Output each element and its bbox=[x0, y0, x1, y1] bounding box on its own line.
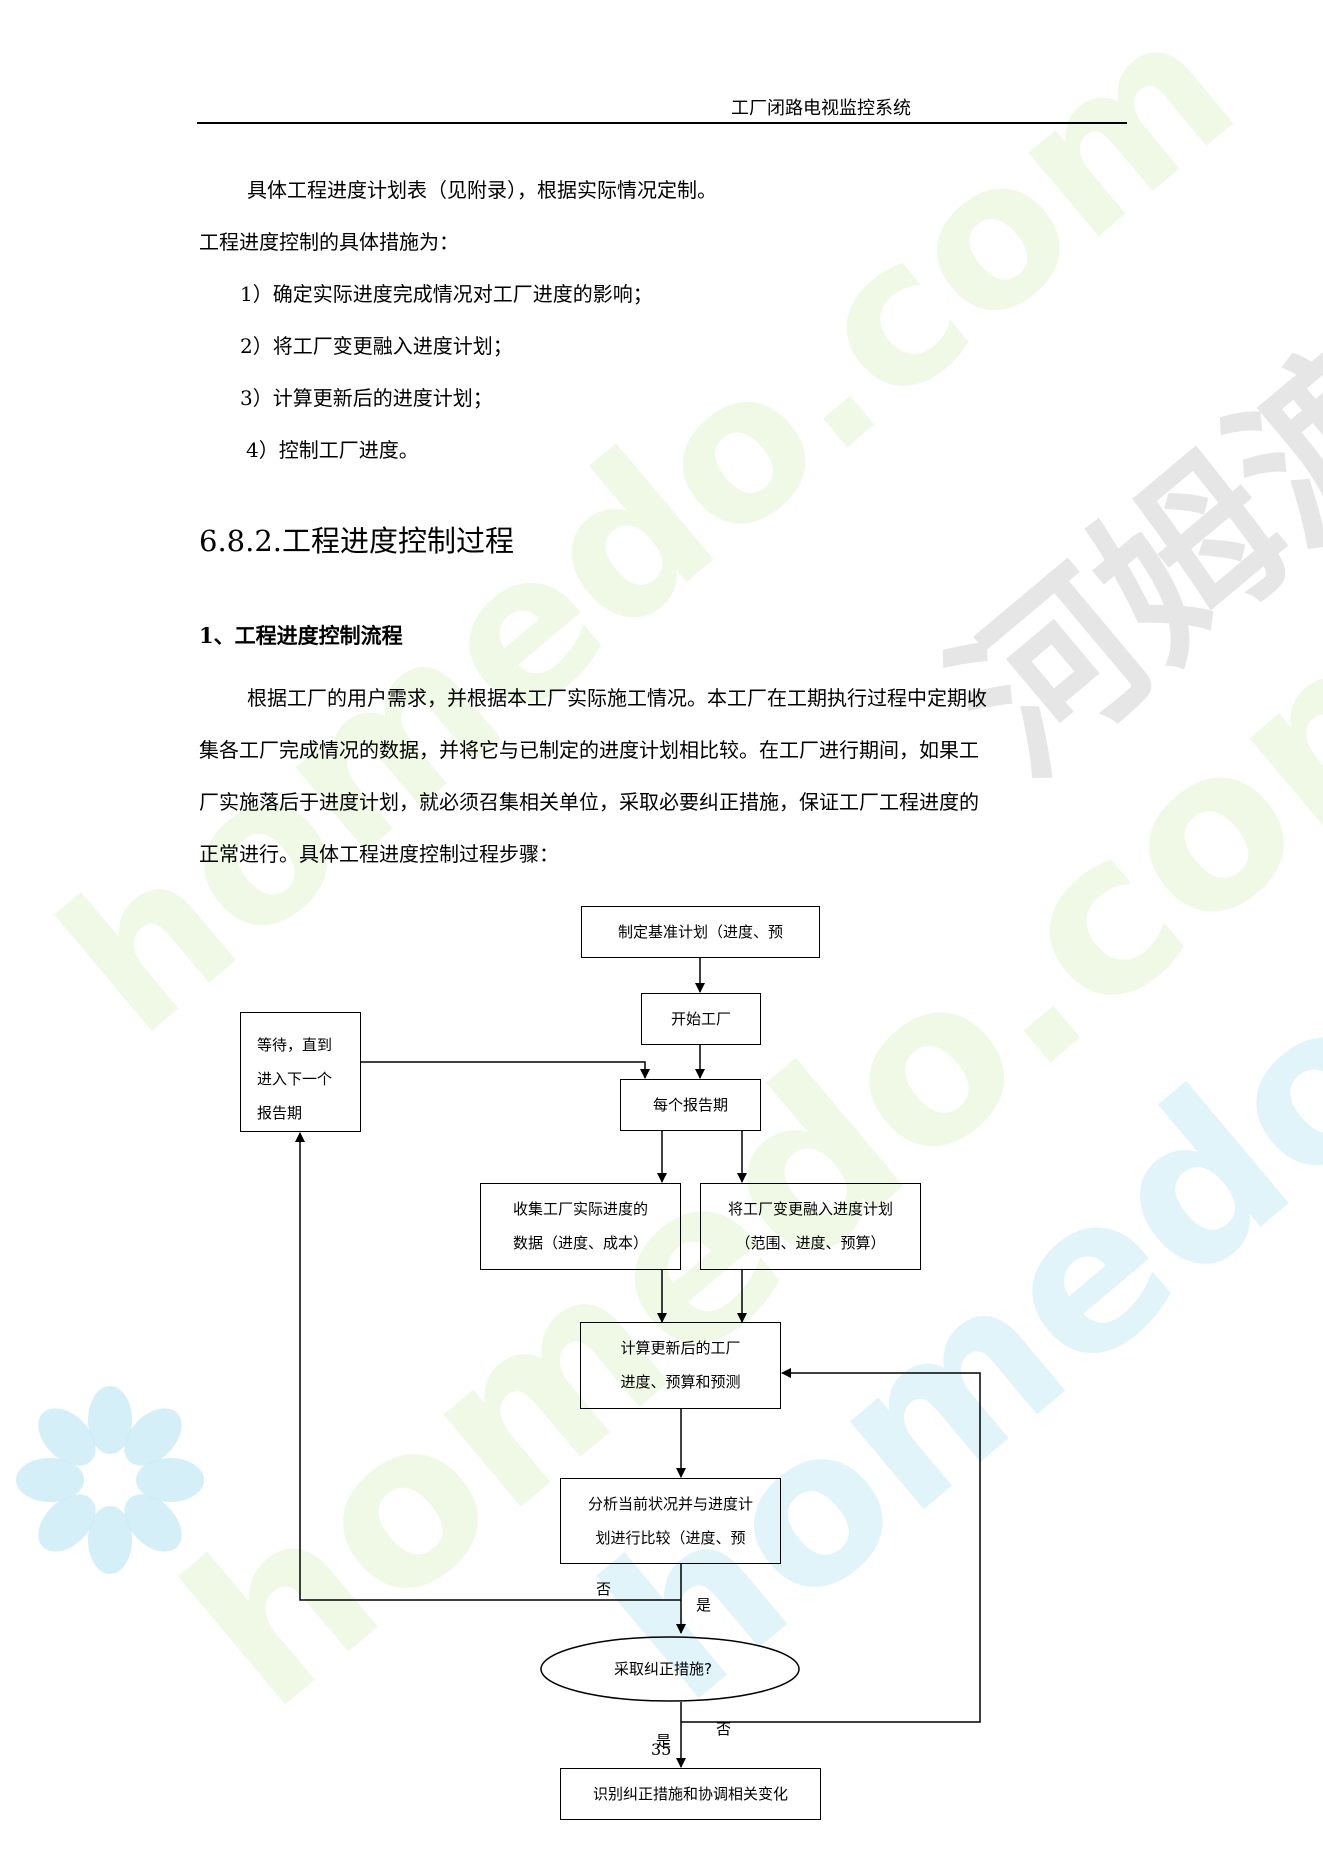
measure-item: 3）计算更新后的进度计划； bbox=[240, 386, 493, 410]
page-number: 35 bbox=[651, 1740, 672, 1759]
box-analyze-compare: 分析当前状况并与进度计 划进行比较（进度、预 bbox=[560, 1478, 781, 1564]
box-line: 进度、预算和预测 bbox=[620, 1373, 741, 1391]
paragraph-line: 根据工厂的用户需求，并根据本工厂实际施工情况。本工厂在工期执行过程中定期收 bbox=[247, 686, 987, 710]
box-line: 将工厂变更融入进度计划 bbox=[727, 1200, 893, 1218]
running-header: 工厂闭路电视监控系统 bbox=[731, 98, 911, 119]
box-line: 等待，直到 bbox=[257, 1036, 333, 1054]
decision-label: 采取纠正措施? bbox=[614, 1660, 712, 1678]
subsection-title: 1、工程进度控制流程 bbox=[199, 623, 403, 648]
box-identify-actions: 识别纠正措施和协调相关变化 bbox=[560, 1768, 821, 1820]
box-report-period: 每个报告期 bbox=[620, 1079, 761, 1131]
box-collect-data: 收集工厂实际进度的 数据（进度、成本） bbox=[480, 1183, 681, 1270]
intro-line: 具体工程进度计划表（见附录），根据实际情况定制。 bbox=[247, 178, 717, 202]
box-line: 报告期 bbox=[257, 1104, 303, 1122]
body-paragraph: 根据工厂的用户需求，并根据本工厂实际施工情况。本工厂在工期执行过程中定期收 集各… bbox=[199, 672, 1124, 880]
header-divider bbox=[197, 122, 1127, 124]
box-line: 收集工厂实际进度的 bbox=[512, 1200, 648, 1218]
branch-label-yes: 是 bbox=[696, 1596, 712, 1614]
box-line: 划进行比较（进度、预 bbox=[595, 1529, 746, 1547]
branch-label-yes: 是 bbox=[656, 1732, 672, 1750]
box-line: （范围、进度、预算） bbox=[735, 1234, 886, 1252]
arrow-no-loop-to-compute bbox=[681, 1368, 981, 1723]
box-line: 数据（进度、成本） bbox=[512, 1234, 648, 1252]
measure-item: 4）控制工厂进度。 bbox=[246, 438, 419, 462]
box-integrate-change: 将工厂变更融入进度计划 （范围、进度、预算） bbox=[700, 1183, 921, 1270]
box-compute-updated: 计算更新后的工厂 进度、预算和预测 bbox=[580, 1322, 781, 1409]
section-title: 6.8.2.工程进度控制过程 bbox=[199, 524, 515, 558]
decision-shape bbox=[540, 1636, 800, 1702]
branch-label-no: 否 bbox=[596, 1580, 612, 1598]
paragraph-line: 厂实施落后于进度计划，就必须召集相关单位，采取必要纠正措施，保证工厂工程进度的 bbox=[199, 790, 979, 814]
watermark-flower-icon bbox=[16, 1386, 204, 1574]
paragraph-line: 集各工厂完成情况的数据，并将它与已制定的进度计划相比较。在工厂进行期间，如果工 bbox=[199, 738, 979, 762]
intro-line: 工程进度控制的具体措施为： bbox=[199, 230, 459, 254]
box-line: 计算更新后的工厂 bbox=[620, 1339, 741, 1357]
measure-item: 1）确定实际进度完成情况对工厂进度的影响； bbox=[240, 282, 653, 306]
box-start: 开始工厂 bbox=[641, 993, 761, 1045]
arrow-no-to-wait bbox=[295, 1132, 681, 1601]
branch-label-no: 否 bbox=[716, 1720, 732, 1738]
box-wait: 等待，直到 进入下一个 报告期 bbox=[240, 1012, 361, 1132]
paragraph-line: 正常进行。具体工程进度控制过程步骤： bbox=[199, 842, 559, 866]
box-baseline-plan: 制定基准计划（进度、预 bbox=[581, 906, 820, 958]
box-line: 分析当前状况并与进度计 bbox=[587, 1495, 753, 1513]
box-line: 进入下一个 bbox=[257, 1070, 333, 1088]
measure-item: 2）将工厂变更融入进度计划； bbox=[240, 334, 513, 358]
arrow-wait-to-period bbox=[361, 1061, 650, 1079]
